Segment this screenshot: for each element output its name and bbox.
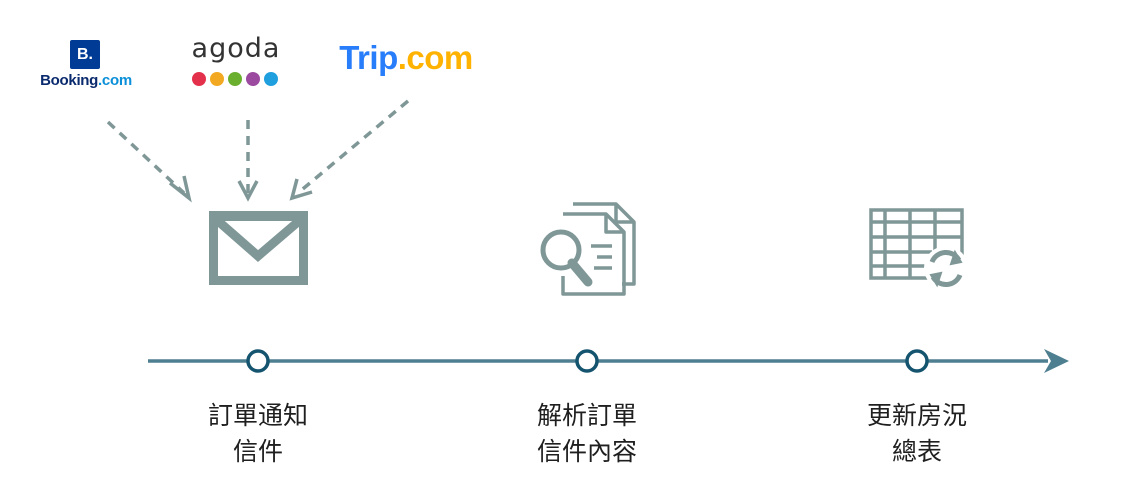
timeline-arrowhead <box>1044 349 1069 373</box>
arrow-agoda-head <box>237 180 259 202</box>
step-1-line1: 訂單通知 <box>207 401 308 430</box>
timeline-node-2 <box>575 349 599 373</box>
step-2-line1: 解析訂單 <box>536 401 637 430</box>
document-search-icon <box>540 202 636 296</box>
booking-name: Booking <box>40 72 99 89</box>
arrow-booking <box>106 120 186 195</box>
step-label-3: 更新房況 總表 <box>827 398 1007 470</box>
step-label-1: 訂單通知 信件 <box>168 398 348 470</box>
trip-logo: Trip.com <box>328 39 484 77</box>
timeline-node-3 <box>905 349 929 373</box>
agoda-logo: agoda <box>191 33 281 64</box>
step-3-line1: 更新房況 <box>866 401 967 430</box>
agoda-dots-logo <box>192 72 278 86</box>
agoda-dot-5 <box>264 72 278 86</box>
trip-domain: .com <box>397 39 474 76</box>
arrow-trip <box>296 99 410 195</box>
booking-domain: .com <box>98 72 132 89</box>
timeline <box>148 349 1069 373</box>
booking-badge-logo: B. <box>70 40 100 69</box>
step-3-line2: 總表 <box>891 437 942 466</box>
step-label-2: 解析訂單 信件內容 <box>497 398 677 470</box>
agoda-dot-3 <box>228 72 242 86</box>
booking-logo: Booking.com <box>30 72 142 89</box>
incoming-arrows <box>106 99 410 203</box>
arrow-trip-head <box>289 178 313 201</box>
step-1-line2: 信件 <box>232 437 283 466</box>
envelope-icon <box>209 211 308 285</box>
agoda-dot-4 <box>246 72 260 86</box>
table-refresh-icon <box>869 208 968 290</box>
agoda-dot-1 <box>192 72 206 86</box>
trip-name: Trip <box>339 39 398 76</box>
step-2-line2: 信件內容 <box>536 437 637 466</box>
agoda-dot-2 <box>210 72 224 86</box>
timeline-node-1 <box>246 349 270 373</box>
arrow-booking-head <box>168 175 192 203</box>
